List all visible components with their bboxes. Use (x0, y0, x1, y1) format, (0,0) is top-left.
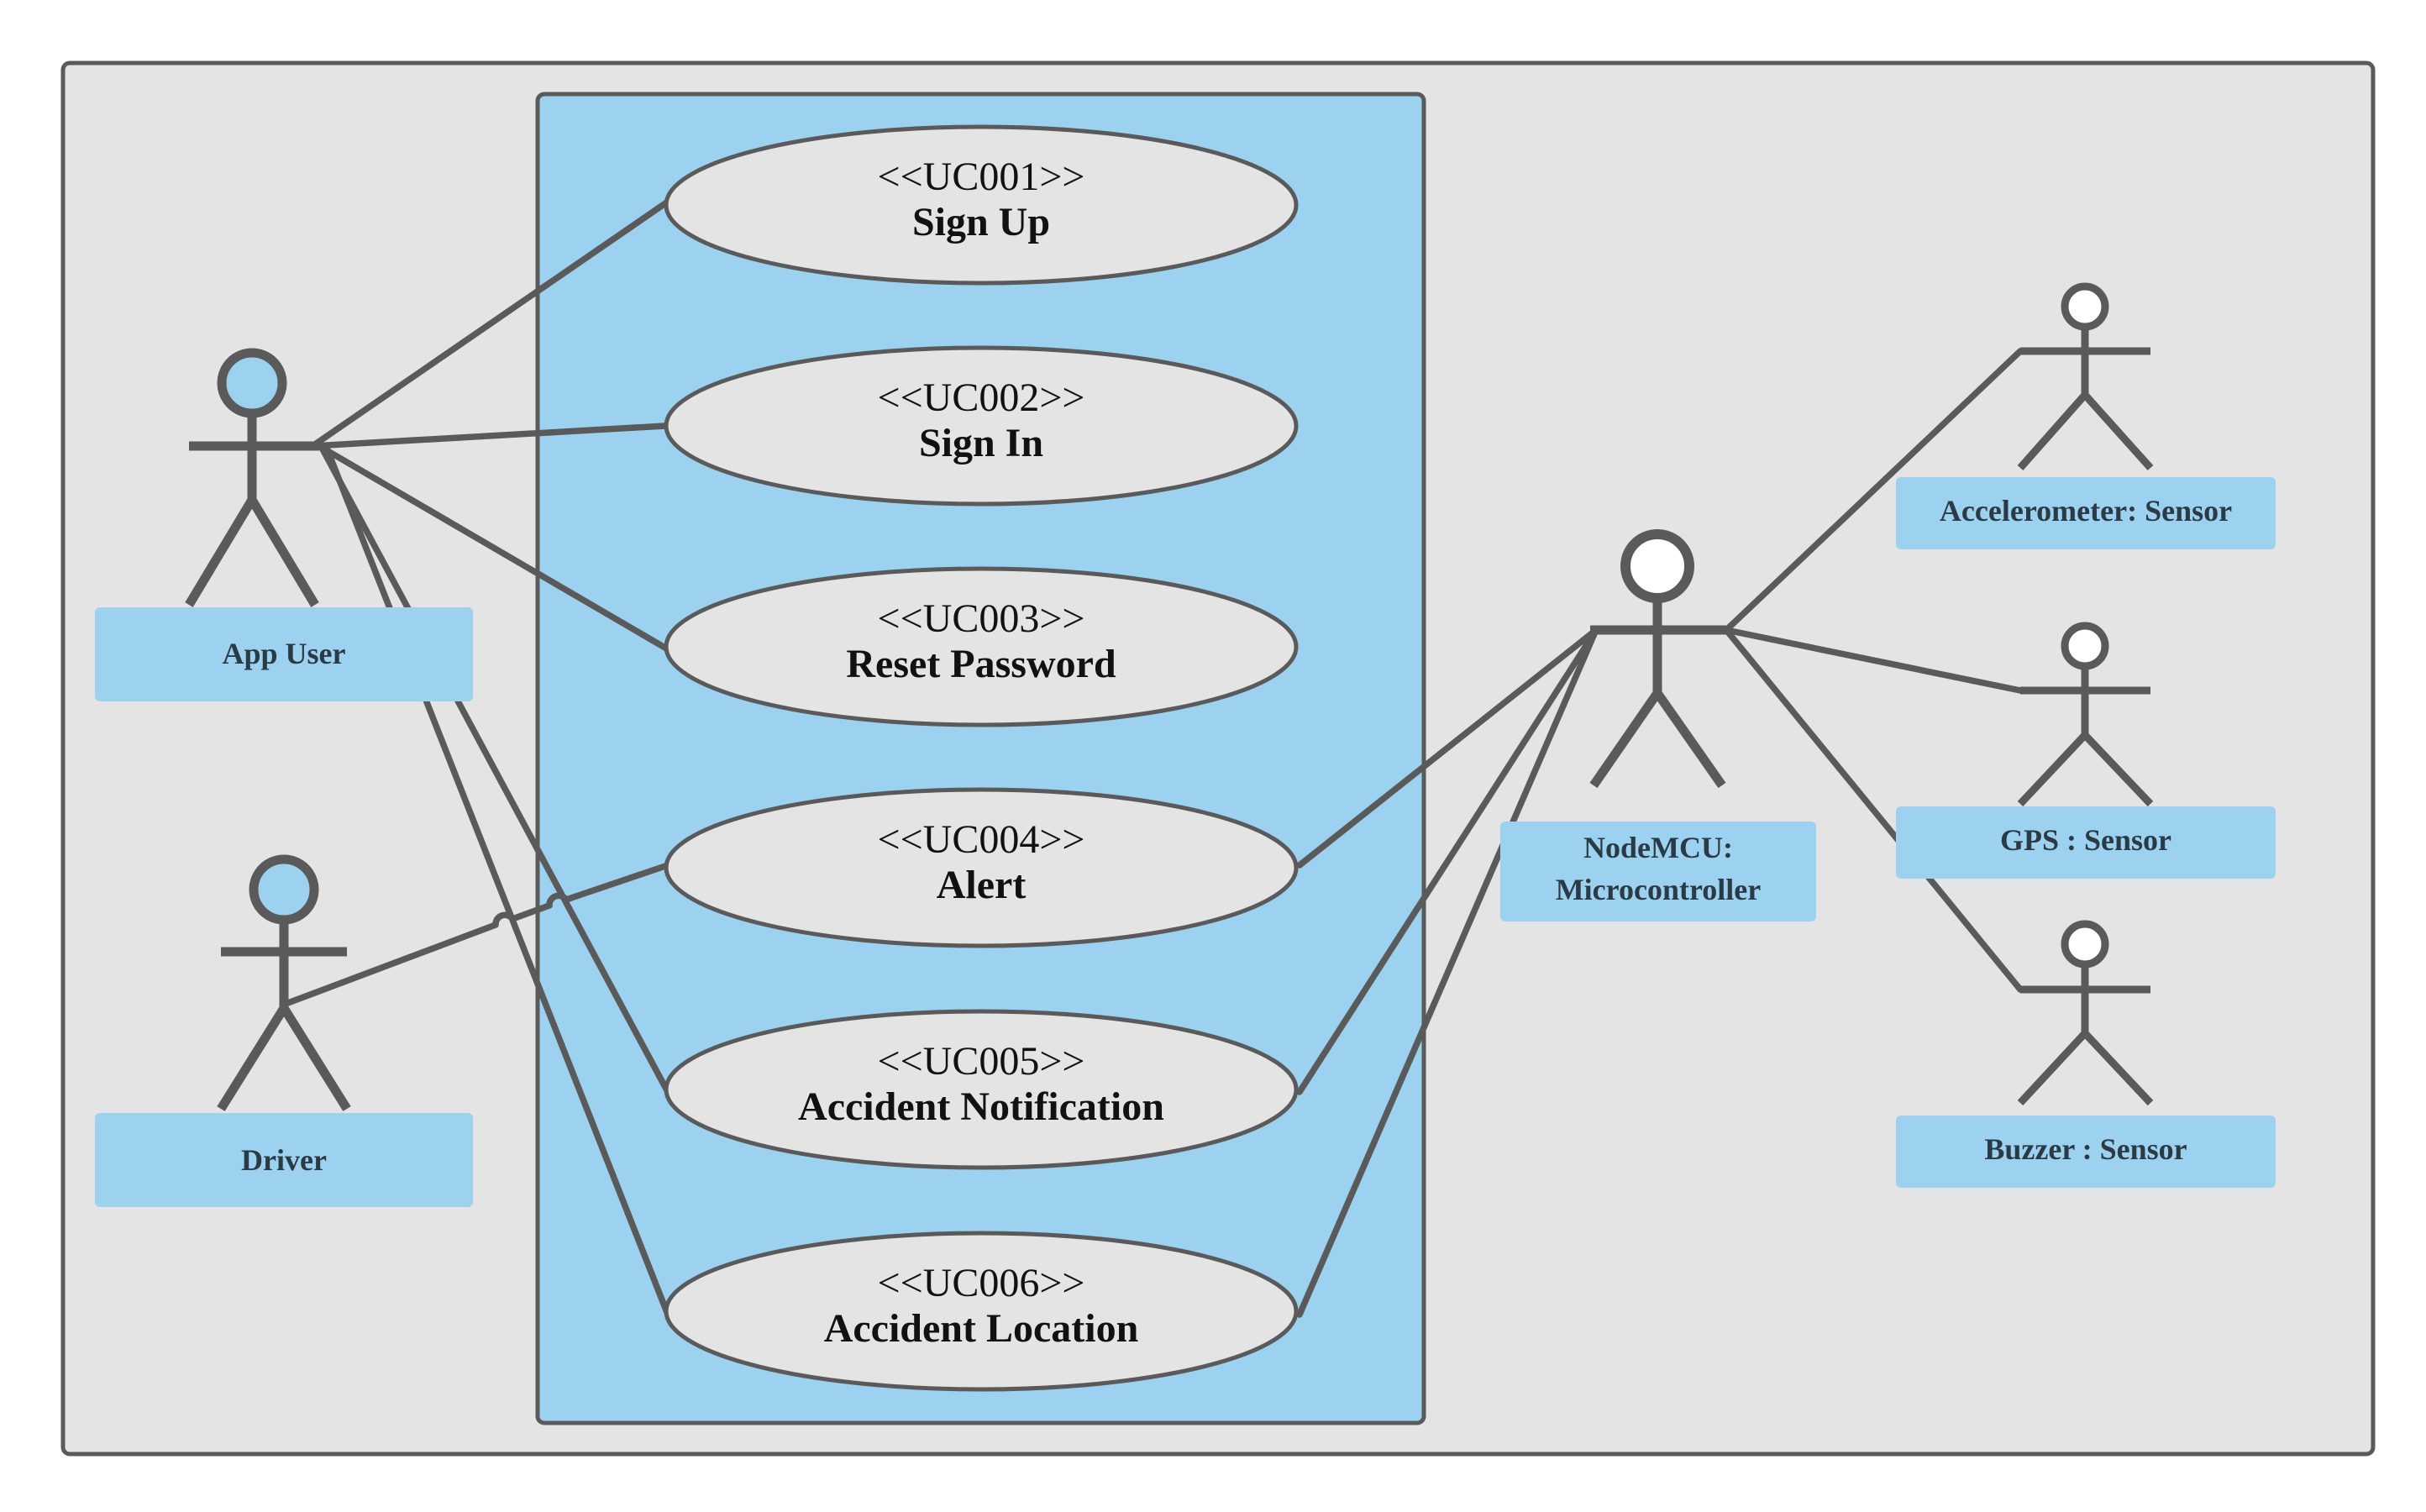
actor-label: Buzzer : Sensor (1984, 1132, 2187, 1166)
use-case-ellipse (664, 1231, 1299, 1392)
actor-label-box (1896, 1116, 2276, 1188)
actor-label: Accelerometer: Sensor (1940, 494, 2232, 528)
actor-label-line1: NodeMCU: (1583, 831, 1733, 864)
use-case-name: Sign In (919, 421, 1043, 465)
assoc-driver-alert (282, 862, 671, 1007)
assoc-nodemcu-accidentnotification (1296, 627, 1599, 1095)
system-boundary (535, 92, 1426, 1425)
assoc-appuser-signin (309, 423, 669, 449)
stick-figure-icon (2017, 622, 2154, 807)
actor-label: App User (222, 637, 345, 670)
use-case-name: Reset Password (846, 642, 1116, 686)
actor-gps[interactable]: GPS : Sensor (1896, 622, 2276, 879)
use-case-name: Alert (937, 863, 1027, 907)
actor-label-box (1500, 822, 1816, 921)
actor-label-box (1896, 806, 2276, 879)
use-case-uc004[interactable]: <<UC004>> Alert (664, 787, 1299, 948)
use-case-uc006[interactable]: <<UC006>> Accident Location (664, 1231, 1299, 1392)
use-case-ellipse (664, 566, 1299, 727)
use-case-stereotype: <<UC002>> (878, 375, 1085, 420)
assoc-nodemcu-accelerometer (1723, 348, 2024, 633)
use-case-name: Accident Location (824, 1306, 1139, 1351)
use-case-name: Sign Up (912, 200, 1050, 244)
stick-figure-icon (2017, 920, 2154, 1106)
use-case-uc001[interactable]: <<UC001>> Sign Up (664, 124, 1299, 286)
assoc-nodemcu-accidentlocation (1296, 627, 1599, 1318)
actor-app-user[interactable]: App User (95, 348, 473, 701)
assoc-nodemcu-alert (1296, 627, 1599, 869)
use-case-ellipse (664, 124, 1299, 286)
use-case-stereotype: <<UC003>> (878, 596, 1085, 641)
use-case-ellipse (664, 787, 1299, 948)
use-case-uc005[interactable]: <<UC005>> Accident Notification (664, 1009, 1299, 1170)
stick-figure-icon (2017, 282, 2154, 471)
actor-label: Driver (241, 1143, 327, 1177)
use-case-stereotype: <<UC001>> (878, 155, 1085, 199)
use-case-stereotype: <<UC004>> (878, 817, 1085, 862)
assoc-appuser-accidentlocation (323, 443, 671, 1318)
actor-nodemcu[interactable]: NodeMCU: Microcontroller (1500, 529, 1816, 921)
assoc-nodemcu-buzzer (1723, 627, 2024, 993)
assoc-appuser-signup (309, 198, 671, 449)
assoc-appuser-resetpassword (316, 443, 671, 653)
actor-label-box (1896, 477, 2276, 549)
associations (282, 198, 2024, 1318)
use-case-name: Accident Notification (798, 1084, 1164, 1129)
use-case-ellipse (664, 1009, 1299, 1170)
actor-label-box (95, 1113, 473, 1207)
assoc-nodemcu-gps (1723, 627, 2024, 694)
stick-figure-icon (185, 348, 319, 607)
stick-figure-icon (1589, 529, 1726, 789)
use-case-stereotype: <<UC006>> (878, 1261, 1085, 1305)
actor-accelerometer[interactable]: Accelerometer: Sensor (1896, 282, 2276, 549)
stick-figure-icon (217, 854, 351, 1111)
use-case-uc002[interactable]: <<UC002>> Sign In (664, 345, 1299, 507)
use-case-stereotype: <<UC005>> (878, 1039, 1085, 1084)
actor-label-line2: Microcontroller (1556, 873, 1762, 906)
actor-label: GPS : Sensor (2000, 823, 2171, 857)
use-case-ellipse (664, 345, 1299, 507)
assoc-appuser-accidentnotification (318, 443, 671, 1095)
actor-driver[interactable]: Driver (95, 854, 473, 1207)
actor-buzzer[interactable]: Buzzer : Sensor (1896, 920, 2276, 1188)
actor-label-box (95, 607, 473, 701)
use-case-uc003[interactable]: <<UC003>> Reset Password (664, 566, 1299, 727)
